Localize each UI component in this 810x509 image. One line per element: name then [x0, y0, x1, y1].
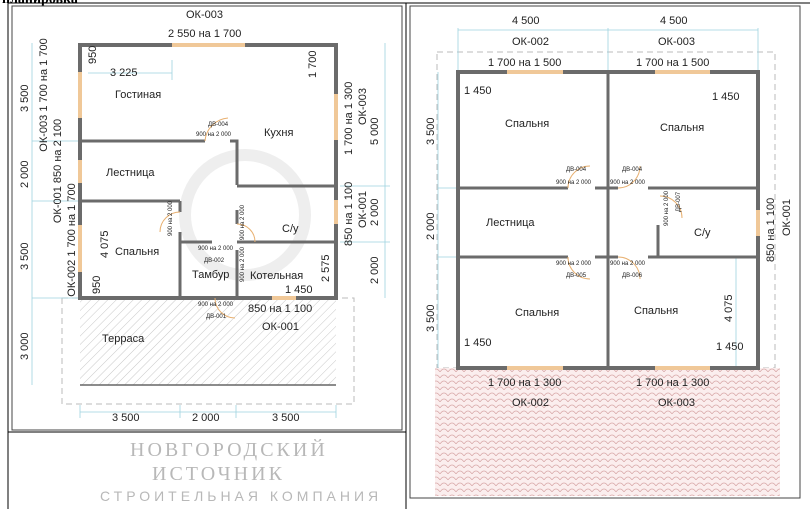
- plan-label: 1 450: [712, 91, 740, 103]
- terrace-area: [80, 298, 336, 385]
- plan-label: 900 на 2 000: [240, 204, 246, 240]
- plan-label: ОК-001: [357, 191, 369, 228]
- plan-label: 1 700 на 1 300: [343, 82, 355, 155]
- plan-label: 2 550 на 1 700: [168, 28, 241, 40]
- plan-label: ДВ-004: [208, 122, 229, 128]
- plan-label: 3 225: [110, 67, 138, 79]
- plan-label: 1 700 на 1 500: [488, 57, 561, 69]
- plan-label: ДВ-004: [622, 167, 643, 173]
- plan-label: 2 000: [192, 412, 220, 424]
- plan-label: ОК-001 850 на 2 100: [52, 119, 64, 223]
- second-floor-plan: 4 500 4 500 ОК-002 ОК-003 1 700 на 1 500…: [425, 15, 793, 496]
- plan-label: 1 700 на 1 500: [636, 57, 709, 69]
- first-floor-plan: ОК-003 2 550 на 1 700 950 3 225 1 700 3 …: [19, 9, 390, 424]
- plan-label: 900 на 2 000: [610, 261, 646, 267]
- plan-label: Спальня: [515, 307, 559, 319]
- plan-label: 4 500: [660, 15, 688, 27]
- plan-label: Спальня: [505, 118, 549, 130]
- plan-label: 900 на 2 000: [556, 180, 592, 186]
- plan-label: Лестница: [486, 217, 535, 229]
- plan-label: 5 000: [369, 117, 381, 145]
- plan-label: Гостиная: [115, 89, 161, 101]
- plan-label: ОК-003: [658, 36, 695, 48]
- plan-label: 1 700 на 1 300: [488, 377, 561, 389]
- plan-label: 850 на 1 100: [343, 182, 355, 246]
- plan-label: Спальня: [115, 246, 159, 258]
- plan-label: ДВ-004: [566, 167, 587, 173]
- watermark-line2: ИСТОЧНИК: [152, 463, 285, 485]
- plan-label: ОК-001: [262, 321, 299, 333]
- plan-label: Спальня: [660, 122, 704, 134]
- plan-label: 2 000: [425, 212, 437, 240]
- plan-label: 900 на 2 000: [610, 180, 646, 186]
- plan-label: 1 450: [285, 284, 313, 296]
- plan-label: Котельная: [250, 270, 303, 282]
- plan-label: 950: [87, 46, 99, 64]
- plan-label: 2 000: [369, 256, 381, 284]
- plan-label: 4 075: [99, 230, 111, 258]
- plan-label: 3 000: [19, 332, 31, 360]
- plan-label: 850 на 1 100: [248, 303, 312, 315]
- plan-label: 1 450: [464, 85, 492, 97]
- plan-label: 900 на 2 000: [240, 246, 246, 282]
- plan-label: ДВ-002: [204, 258, 225, 264]
- plan-label: ОК-003: [658, 397, 695, 409]
- plan-label: 850 на 1 100: [765, 198, 777, 262]
- plan-label: ОК-003 1 700 на 1 700: [38, 38, 50, 151]
- plan-label: 1 700: [307, 50, 319, 78]
- plan-label: 4 075: [723, 294, 735, 322]
- plan-label: ОК-002: [512, 36, 549, 48]
- plan-label: ДВ-007: [676, 191, 682, 212]
- plan-label: 1 450: [464, 337, 492, 349]
- plan-label: 900 на 2 000: [198, 302, 234, 308]
- plan-label: 900 на 2 000: [168, 200, 174, 236]
- plan-label: 3 500: [425, 304, 437, 332]
- plan-label: 3 500: [19, 242, 31, 270]
- plan-label: 2 000: [369, 198, 381, 226]
- plan-label: 1 700 на 1 300: [636, 377, 709, 389]
- plan-label: Лестница: [106, 167, 155, 179]
- plan-label: ДВ-006: [622, 273, 643, 279]
- plan-label: ОК-001: [781, 199, 793, 236]
- roof-tiles: [435, 368, 780, 496]
- watermark-line1: НОВГОРОДСКИЙ: [130, 438, 328, 461]
- plan-label: 900 на 2 000: [196, 132, 232, 138]
- watermark-line3: СТРОИТЕЛЬНАЯ КОМПАНИЯ: [100, 488, 382, 504]
- watermark-logo: [179, 149, 311, 281]
- plan-label: ОК-003: [186, 9, 223, 21]
- plan-label: 900 на 2 000: [664, 190, 670, 226]
- plan-label: 3 500: [19, 84, 31, 112]
- plan-label: ДВ-005: [566, 273, 587, 279]
- plan-label: 2 575: [320, 254, 332, 282]
- plan-label: ОК-002: [512, 397, 549, 409]
- plan-label: 900 на 2 000: [198, 246, 234, 252]
- plan-label: ДВ-001: [206, 314, 227, 320]
- plan-label: С/у: [282, 223, 299, 235]
- plan-label: 3 500: [272, 412, 300, 424]
- watermark: НОВГОРОДСКИЙ ИСТОЧНИК СТРОИТЕЛЬНАЯ КОМПА…: [100, 438, 382, 504]
- plan-label: С/у: [694, 227, 711, 239]
- plan-label: Спальня: [634, 305, 678, 317]
- plan-label: ОК-002 1 700 на 1 700: [66, 183, 78, 296]
- plan-label: 950: [91, 276, 103, 294]
- plan-label: Терраса: [102, 333, 145, 345]
- plan-label: 1 450: [716, 341, 744, 353]
- plan-label: 900 на 2 000: [556, 261, 592, 267]
- plan-label: Тамбур: [192, 269, 229, 281]
- plan-label: Кухня: [264, 127, 293, 139]
- plan-label: 2 000: [19, 160, 31, 188]
- plan-label: ОК-003: [357, 88, 369, 125]
- plan-label: 3 500: [425, 117, 437, 145]
- plan-label: 3 500: [112, 412, 140, 424]
- table-grid: [7, 2, 810, 509]
- plan-label: 4 500: [512, 15, 540, 27]
